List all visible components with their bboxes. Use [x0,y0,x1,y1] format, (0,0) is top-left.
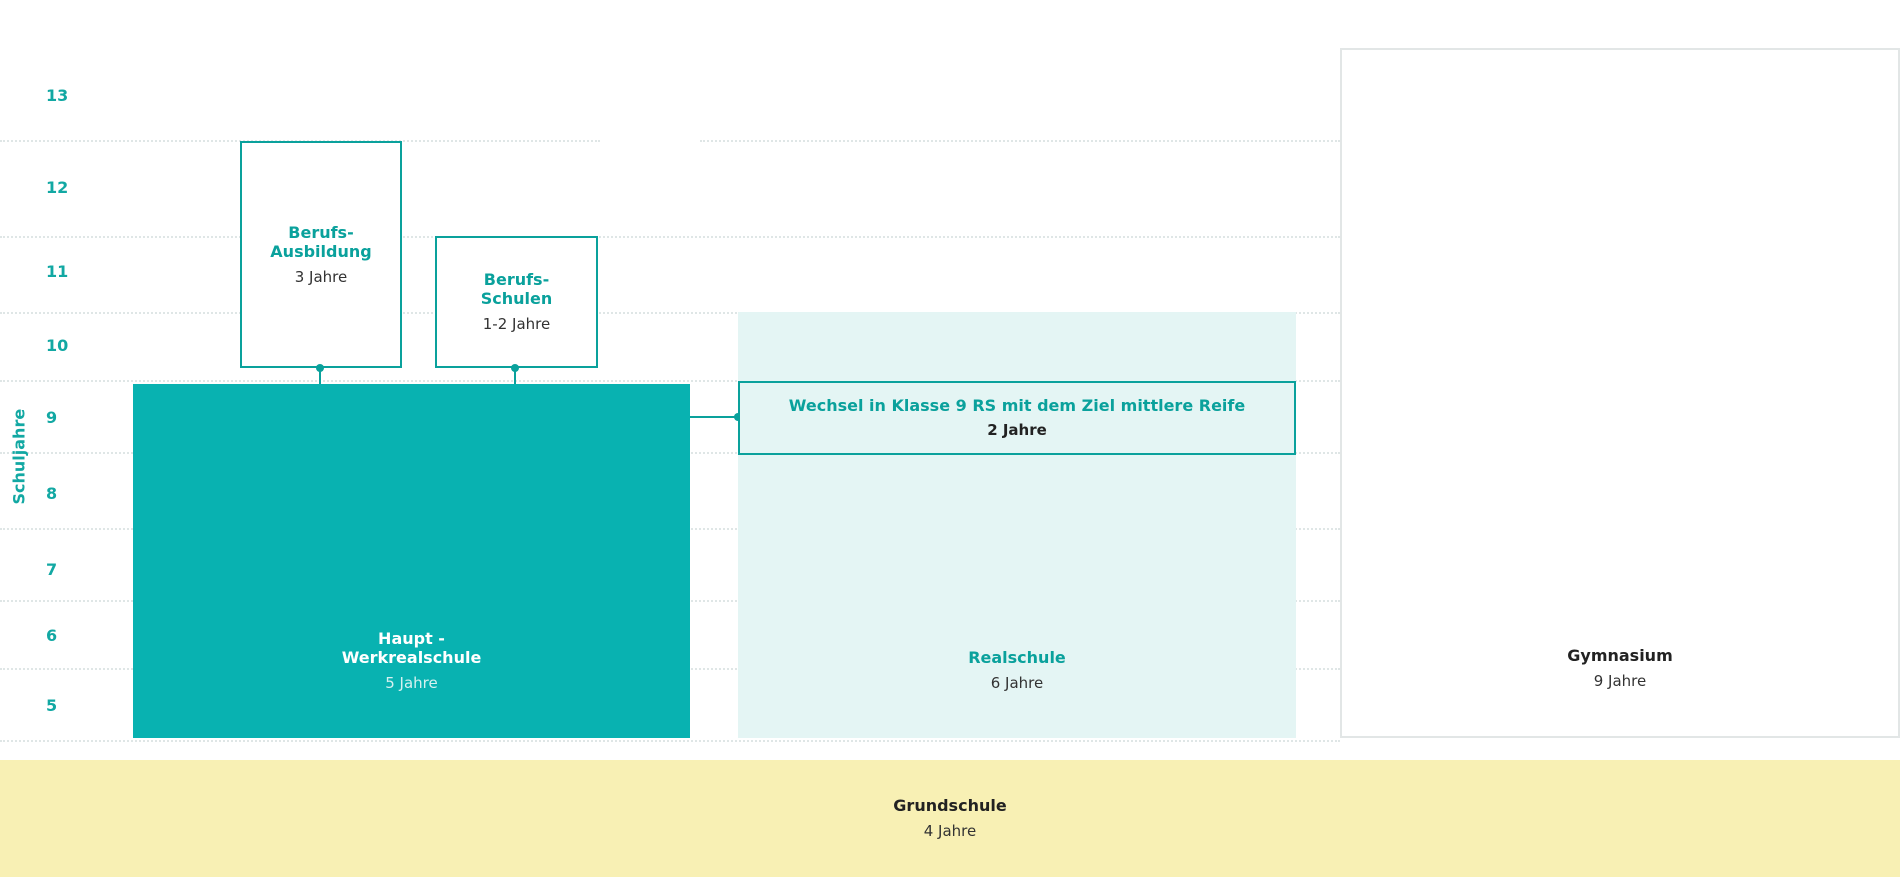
berufsausbildung-title-2: Ausbildung [270,241,372,261]
hauptschule-block[interactable]: Haupt - Werkrealschule 5 Jahre [133,384,690,738]
grundschule-block[interactable]: Grundschule 4 Jahre [0,760,1900,877]
berufsausbildung-title-1: Berufs- [288,222,354,242]
berufsschulen-title-2: Schulen [480,289,553,308]
gymnasium-title: Gymnasium [1567,646,1673,665]
wechsel-title: Wechsel in Klasse 9 RS mit dem Ziel mitt… [788,396,1246,415]
realschule-block[interactable]: Realschule 6 Jahre [738,312,1296,738]
grid-line [0,380,1340,382]
berufsschulen-title-1: Berufs- [483,270,550,289]
gymnasium-block[interactable]: Gymnasium 9 Jahre [1340,48,1900,738]
hauptschule-title-2: Werkrealschule [341,648,482,667]
hauptschule-title-1: Haupt - [378,629,445,648]
connector-dot [511,364,519,372]
year-label-12: 12 [46,178,69,197]
grid-line [0,740,1340,742]
grid-line [0,312,1340,314]
year-label-11: 11 [46,262,69,281]
berufsschulen-box[interactable]: Berufs- Schulen 1-2 Jahre [435,236,598,368]
year-label-5: 5 [46,696,58,715]
year-label-10: 10 [46,336,69,355]
realschule-duration: 6 Jahre [990,674,1044,692]
grid-line [700,140,1340,142]
year-label-6: 6 [46,626,58,645]
berufsschulen-duration: 1-2 Jahre [482,315,551,333]
gymnasium-duration: 9 Jahre [1593,672,1647,690]
year-label-9: 9 [46,408,58,427]
hauptschule-duration: 5 Jahre [385,674,438,692]
connector-dot [316,364,324,372]
grundschule-duration: 4 Jahre [923,822,977,840]
wechsel-connector-line [690,416,738,418]
realschule-title: Realschule [968,648,1066,667]
berufsausbildung-duration: 3 Jahre [294,267,348,286]
connector-line [514,368,516,384]
wechsel-duration: 2 Jahre [987,421,1047,439]
grid-line [0,236,1340,238]
wechsel-box[interactable]: Wechsel in Klasse 9 RS mit dem Ziel mitt… [738,381,1296,455]
connector-line [319,368,321,384]
y-axis-title: Schuljahre [9,408,29,505]
year-label-13: 13 [46,86,69,105]
year-label-8: 8 [46,484,58,503]
grundschule-title: Grundschule [893,796,1007,815]
berufsausbildung-box[interactable]: Berufs- Ausbildung 3 Jahre [240,141,402,368]
year-label-7: 7 [46,560,58,579]
